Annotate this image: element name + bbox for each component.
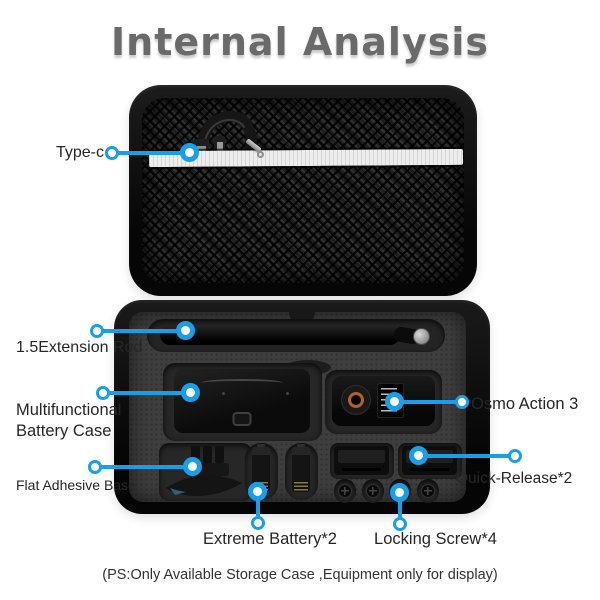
callout-line-osmo-action xyxy=(394,400,462,404)
label-extension-rod: 1.5Extension Rod xyxy=(16,339,143,356)
battery-case-item xyxy=(174,369,310,433)
battery-nub xyxy=(257,444,265,447)
callout-line-locking-screw xyxy=(398,492,402,522)
label-battery-case: Multifunctional Battery Case xyxy=(16,401,122,440)
callout-dot-extreme-battery xyxy=(248,482,267,501)
callout-dot-locking-screw xyxy=(390,483,409,502)
label-adhesive-base: Flat Adhesive Base xyxy=(16,477,136,493)
callout-ring-adhesive-base xyxy=(88,460,102,474)
callout-dot-osmo-action xyxy=(385,392,404,411)
quick-release-item xyxy=(334,446,389,475)
callout-ring-quick-release xyxy=(508,449,522,463)
locking-screw-item xyxy=(417,479,439,503)
callout-ring-osmo-action xyxy=(455,395,469,409)
callout-dot-adhesive-base xyxy=(183,457,202,476)
callout-ring-type-c xyxy=(105,146,119,160)
footnote-text: (PS:Only Available Storage Case ,Equipme… xyxy=(102,567,498,583)
foam-insert xyxy=(129,312,466,503)
page-title: Internal Analysis xyxy=(111,20,489,64)
quick-release-slot xyxy=(398,443,462,479)
screw-head xyxy=(421,484,435,498)
callout-ring-extension-rod xyxy=(90,324,104,338)
mount-prong xyxy=(215,446,224,463)
adhesive-base-disc-item xyxy=(166,475,242,497)
case-lid xyxy=(129,85,477,296)
label-locking-screw: Locking Screw*4 xyxy=(374,530,497,548)
screw-head xyxy=(366,484,380,498)
mount-prong xyxy=(203,446,212,463)
label-extreme-battery: Extreme Battery*2 xyxy=(203,530,337,548)
locking-screw-item xyxy=(334,479,356,503)
quick-release-groove xyxy=(342,468,381,471)
case-bottom xyxy=(114,300,490,514)
battery-slot xyxy=(285,443,318,500)
adhesive-base-slot xyxy=(159,443,252,501)
callout-line-type-c xyxy=(112,151,188,155)
extension-rod-cap xyxy=(413,328,430,345)
callout-dot-battery-case xyxy=(181,383,200,402)
battery-case-slot xyxy=(163,363,322,441)
label-quick-release: Quick-Release*2 xyxy=(456,470,573,487)
locking-screw-item xyxy=(362,479,384,503)
battery-contacts xyxy=(294,482,308,491)
quick-release-slot xyxy=(330,443,394,479)
camera-lens xyxy=(341,385,371,415)
screw-head xyxy=(338,484,352,498)
extension-rod-item xyxy=(160,325,400,345)
callout-line-extreme-battery xyxy=(256,491,260,522)
callout-ring-extreme-battery xyxy=(251,516,265,530)
callout-line-battery-case xyxy=(103,391,191,395)
battery-case-dot xyxy=(222,392,225,395)
callout-ring-battery-case xyxy=(96,386,110,400)
camera-lens-ring xyxy=(348,392,364,408)
mesh-pocket xyxy=(142,98,464,283)
zipper-pull-ring-icon xyxy=(257,151,264,158)
callout-line-quick-release xyxy=(418,454,515,458)
quick-release-groove xyxy=(410,468,449,471)
extension-rod-slot xyxy=(147,319,445,352)
callout-line-extension-rod xyxy=(97,329,185,333)
callout-line-adhesive-base xyxy=(95,465,193,469)
battery-case-dot xyxy=(286,392,289,395)
label-osmo-action: Osmo Action 3 xyxy=(471,395,579,413)
callout-dot-type-c xyxy=(180,143,199,162)
label-type-c: Type-c xyxy=(55,144,104,161)
callout-ring-locking-screw xyxy=(393,517,407,531)
mount-prong xyxy=(191,446,200,463)
callout-dot-extension-rod xyxy=(176,321,195,340)
battery-cap xyxy=(292,447,310,455)
quick-release-face xyxy=(338,450,385,463)
extreme-battery-item xyxy=(292,444,310,492)
battery-nub xyxy=(297,444,305,447)
callout-dot-quick-release xyxy=(409,446,428,465)
battery-case-button xyxy=(232,412,252,426)
battery-case-lid-seam xyxy=(201,379,283,387)
battery-cap xyxy=(252,447,270,455)
